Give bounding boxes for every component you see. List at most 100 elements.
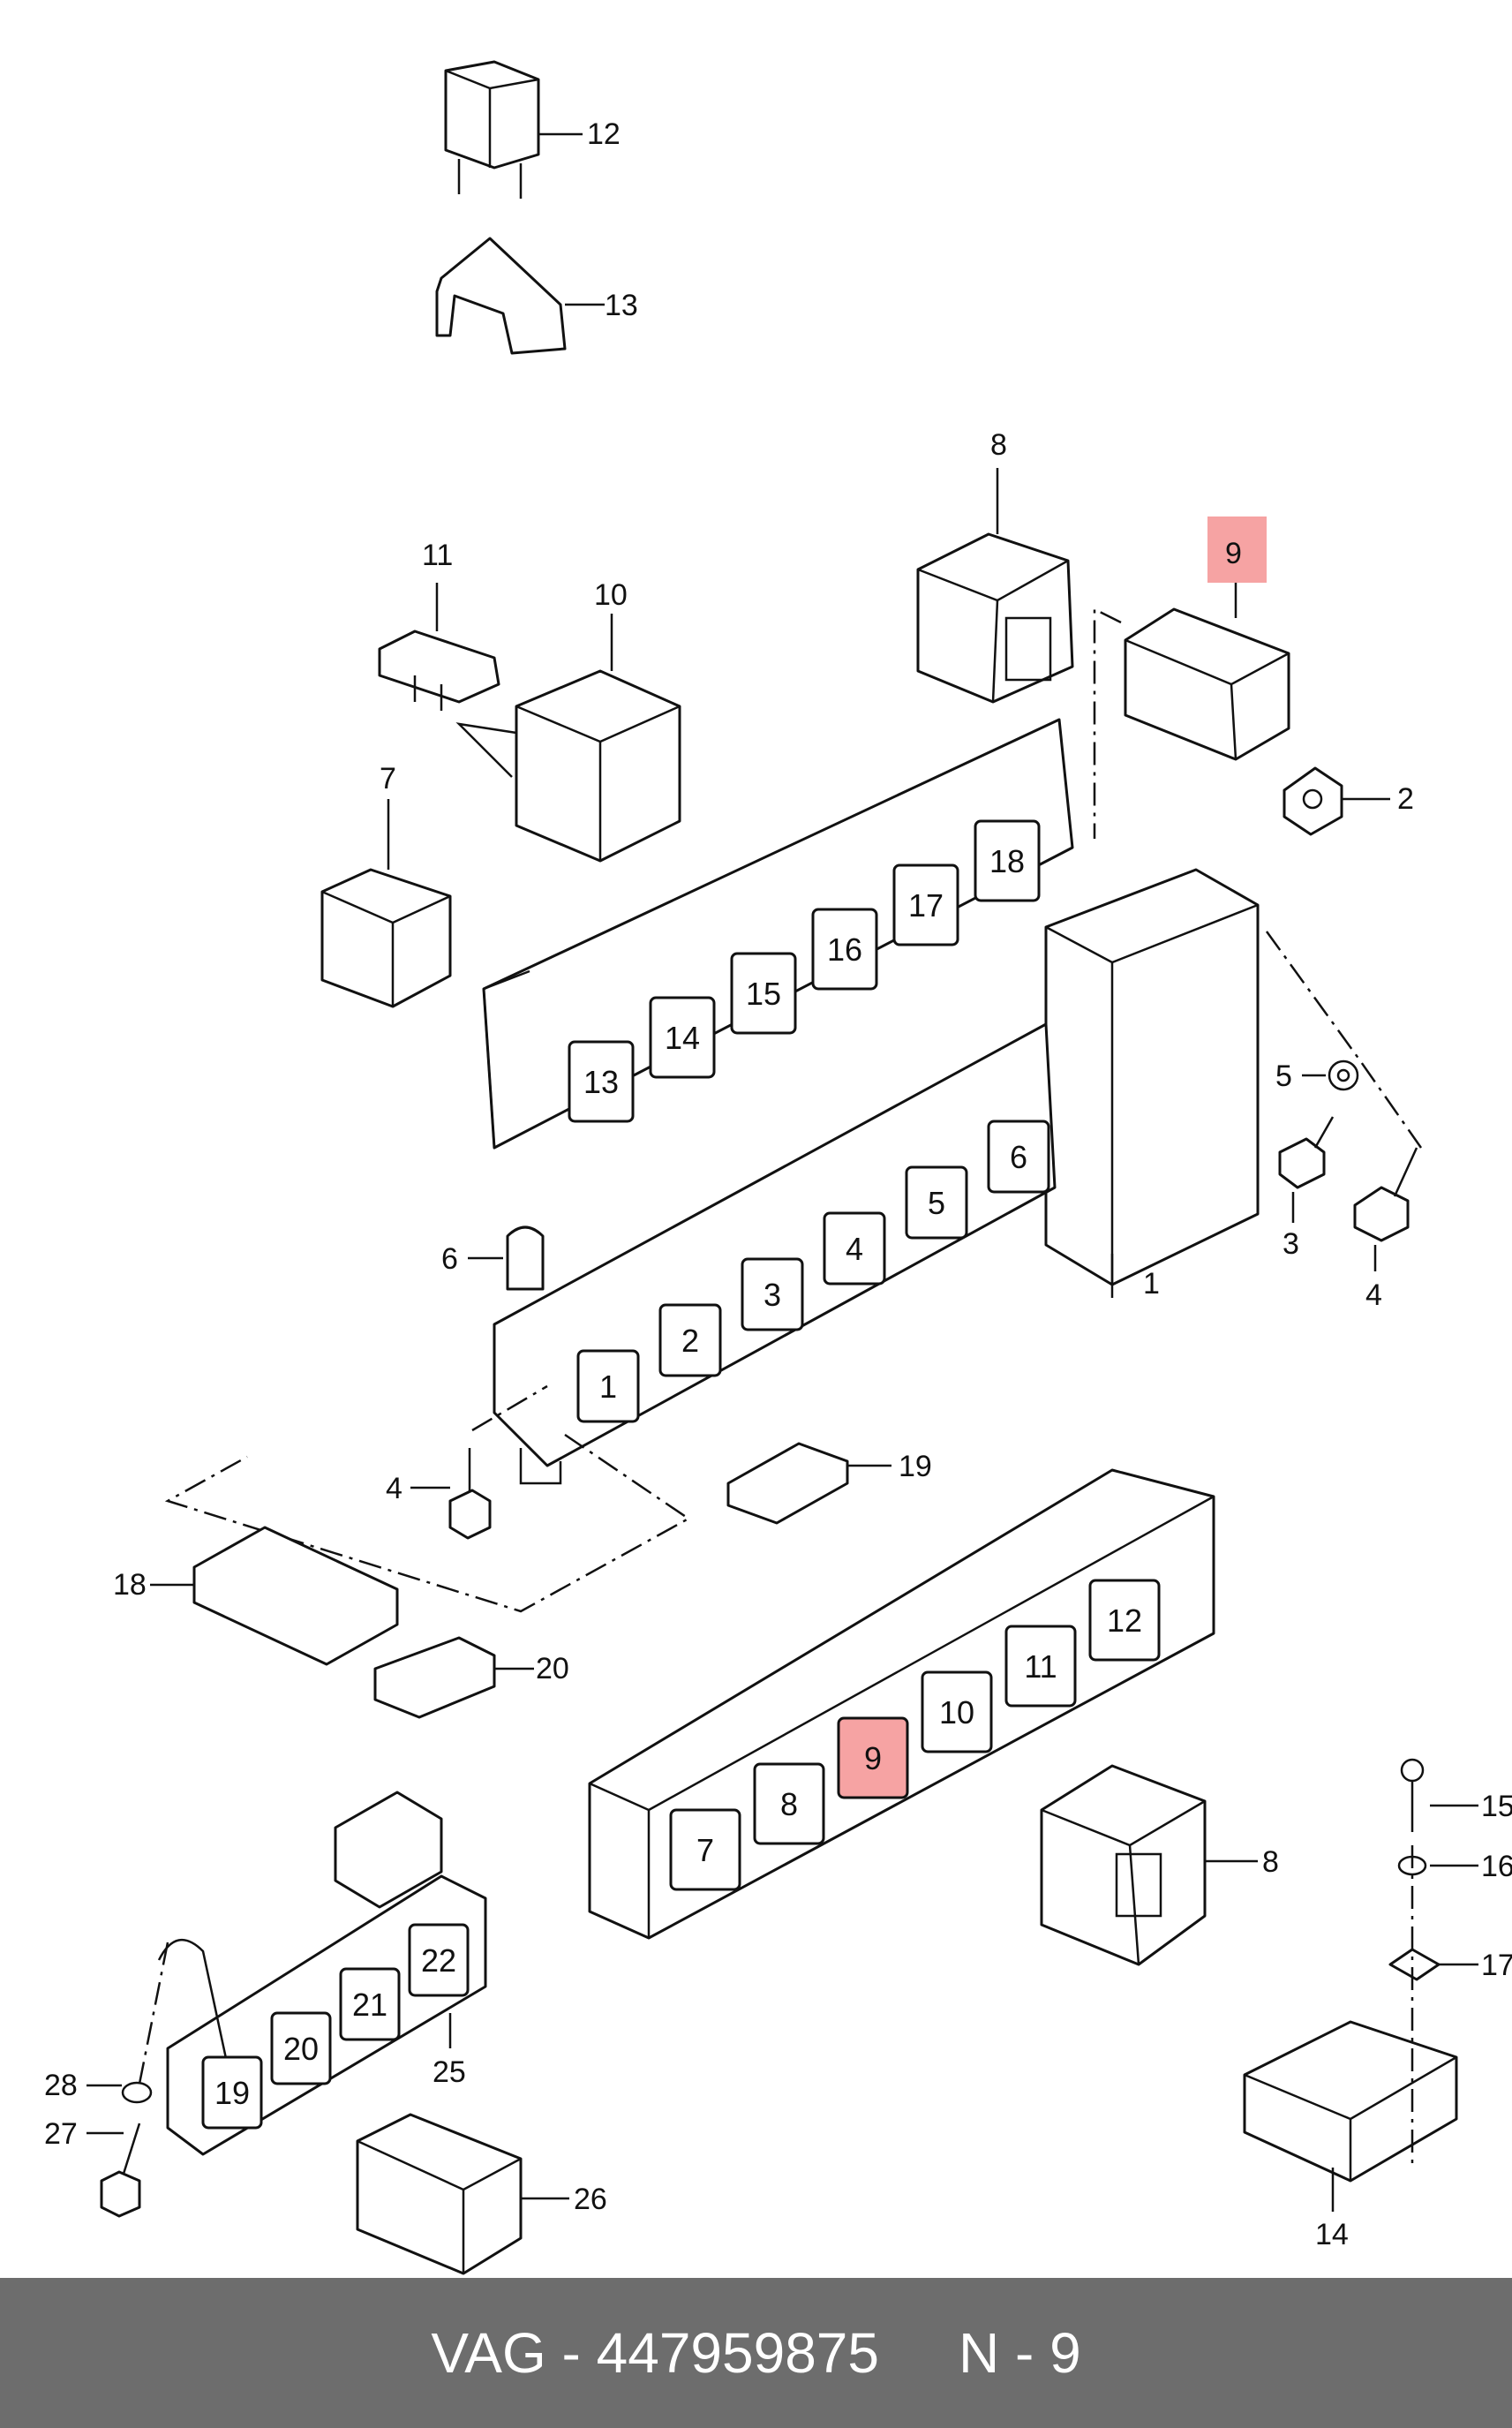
lower-carrier-slot-9	[837, 1716, 909, 1799]
main-panel-slot-6	[987, 1120, 1050, 1194]
clip-nut-part-2	[1283, 766, 1390, 836]
lower-carrier-slot-label-10: 10	[939, 1694, 974, 1731]
callout-8-top: 8	[990, 428, 1007, 462]
lower-carrier-slot-label-9: 9	[864, 1740, 882, 1776]
lower-carrier-slot-10	[921, 1670, 993, 1753]
relay-part-12	[444, 60, 583, 199]
screw-part-15	[1400, 1758, 1478, 1832]
callout-27: 27	[44, 2117, 78, 2151]
upper-carrier-slot-17	[892, 863, 959, 946]
bracket-slot-19	[201, 2055, 263, 2130]
fuse-part-11	[378, 583, 500, 711]
main-panel-slot-3	[741, 1257, 804, 1331]
upper-carrier-slot-label-18: 18	[989, 843, 1025, 879]
relay-holder-part-14	[1243, 1845, 1458, 2212]
part-number: VAG - 447959875	[431, 2321, 879, 2385]
main-panel-slot-4	[823, 1211, 886, 1286]
washer-part-28	[87, 2081, 153, 2104]
upper-relay-carrier: 13 14 15 16 17 18	[482, 718, 1074, 1150]
relay-socket-part-8-bottom	[1040, 1764, 1258, 1966]
callout-1: 1	[1143, 1267, 1160, 1301]
callout-6: 6	[441, 1242, 458, 1276]
callout-17: 17	[1481, 1949, 1512, 1982]
upper-carrier-slot-13	[568, 1040, 635, 1123]
upper-carrier-slot-18	[974, 819, 1041, 902]
callout-8-bottom: 8	[1262, 1845, 1279, 1879]
bracket-slot-label-21: 21	[352, 1987, 387, 2023]
screw-part-4-left	[164, 1384, 691, 1613]
callout-9-top: 9	[1225, 537, 1242, 570]
callout-28: 28	[44, 2069, 78, 2102]
upper-carrier-slot-14	[649, 996, 716, 1079]
lower-carrier-slot-7	[669, 1808, 741, 1891]
main-panel-slot-label-3: 3	[764, 1277, 781, 1313]
upper-carrier-slot-15	[730, 952, 797, 1035]
main-relay-panel: 1 2 3 4 5 6	[493, 868, 1260, 1485]
screw-part-3	[1278, 1116, 1335, 1223]
upper-carrier-slot-label-15: 15	[746, 976, 781, 1012]
fuse-part-19	[726, 1442, 891, 1525]
relay-part-26	[356, 2113, 569, 2275]
relay-bracket-part-25: 19 20 21 22	[157, 1791, 487, 2156]
upper-carrier-slot-label-13: 13	[583, 1064, 619, 1100]
main-panel-slot-2	[658, 1303, 722, 1377]
clip-part-13	[435, 237, 605, 355]
bracket-slot-21	[339, 1967, 401, 2041]
upper-carrier-slot-label-14: 14	[665, 1020, 700, 1056]
fuse-part-20	[373, 1636, 534, 1719]
callout-7: 7	[380, 762, 396, 796]
callout-9-highlight-top	[1207, 517, 1267, 583]
main-panel-slot-label-5: 5	[928, 1185, 945, 1221]
main-panel-slot-label-4: 4	[846, 1231, 863, 1267]
upper-carrier-slot-label-16: 16	[827, 931, 862, 968]
bracket-slot-label-19: 19	[214, 2075, 250, 2111]
diagram-position: N - 9	[958, 2321, 1081, 2385]
callout-5: 5	[1275, 1059, 1292, 1093]
relay-socket-part-8-top	[916, 468, 1074, 704]
callout-4-right: 4	[1365, 1278, 1382, 1312]
lower-carrier-slot-label-12: 12	[1107, 1602, 1142, 1639]
callout-3: 3	[1283, 1227, 1299, 1261]
callout-4-left: 4	[386, 1472, 402, 1505]
parts-diagram: 12 13 8 9 11 10 2	[44, 60, 1512, 2275]
upper-carrier-slot-16	[811, 908, 878, 991]
callout-2: 2	[1397, 782, 1414, 816]
main-panel-slot-label-1: 1	[599, 1369, 617, 1405]
lower-carrier-slot-label-7: 7	[696, 1832, 714, 1868]
callout-20: 20	[536, 1652, 569, 1685]
lower-relay-carrier: 7 8 9 10 11 12	[588, 1468, 1215, 1940]
callout-15: 15	[1481, 1790, 1512, 1823]
callout-16: 16	[1481, 1850, 1512, 1883]
main-panel-slot-1	[576, 1349, 640, 1423]
relay-part-7	[320, 799, 452, 1008]
connector-part-10	[455, 614, 681, 863]
lower-carrier-slot-8	[753, 1762, 825, 1845]
callout-11: 11	[422, 539, 453, 572]
pin-part-6	[468, 1225, 545, 1291]
callout-18: 18	[113, 1568, 147, 1602]
main-panel-slot-5	[905, 1165, 968, 1240]
nut-part-17	[1388, 1948, 1478, 1981]
callout-26: 26	[574, 2183, 607, 2216]
upper-carrier-slot-label-17: 17	[908, 887, 944, 924]
bracket-slot-label-22: 22	[421, 1942, 456, 1979]
callout-19: 19	[899, 1450, 932, 1483]
main-panel-slot-label-2: 2	[681, 1323, 699, 1359]
bracket-part-18	[150, 1526, 399, 1666]
washer-part-5	[1302, 1059, 1359, 1091]
main-panel-slot-label-6: 6	[1010, 1139, 1027, 1175]
lower-carrier-slot-label-11: 11	[1024, 1648, 1057, 1685]
screw-part-27	[87, 1942, 169, 2218]
lower-carrier-slot-12	[1088, 1579, 1161, 1662]
lower-carrier-slot-label-8: 8	[780, 1786, 798, 1822]
part-number-footer: VAG - 447959875 N - 9	[0, 2278, 1512, 2428]
callout-13: 13	[605, 289, 638, 322]
bracket-slot-label-20: 20	[283, 2031, 319, 2067]
bolt-part-4-right	[1265, 931, 1423, 1271]
bracket-slot-22	[408, 1923, 470, 1997]
lower-carrier-slot-11	[1004, 1625, 1077, 1708]
callout-10: 10	[594, 578, 628, 612]
bracket-slot-20	[270, 2011, 332, 2085]
relay-part-9-top	[1093, 583, 1290, 839]
washer-part-16	[1397, 1855, 1478, 1876]
